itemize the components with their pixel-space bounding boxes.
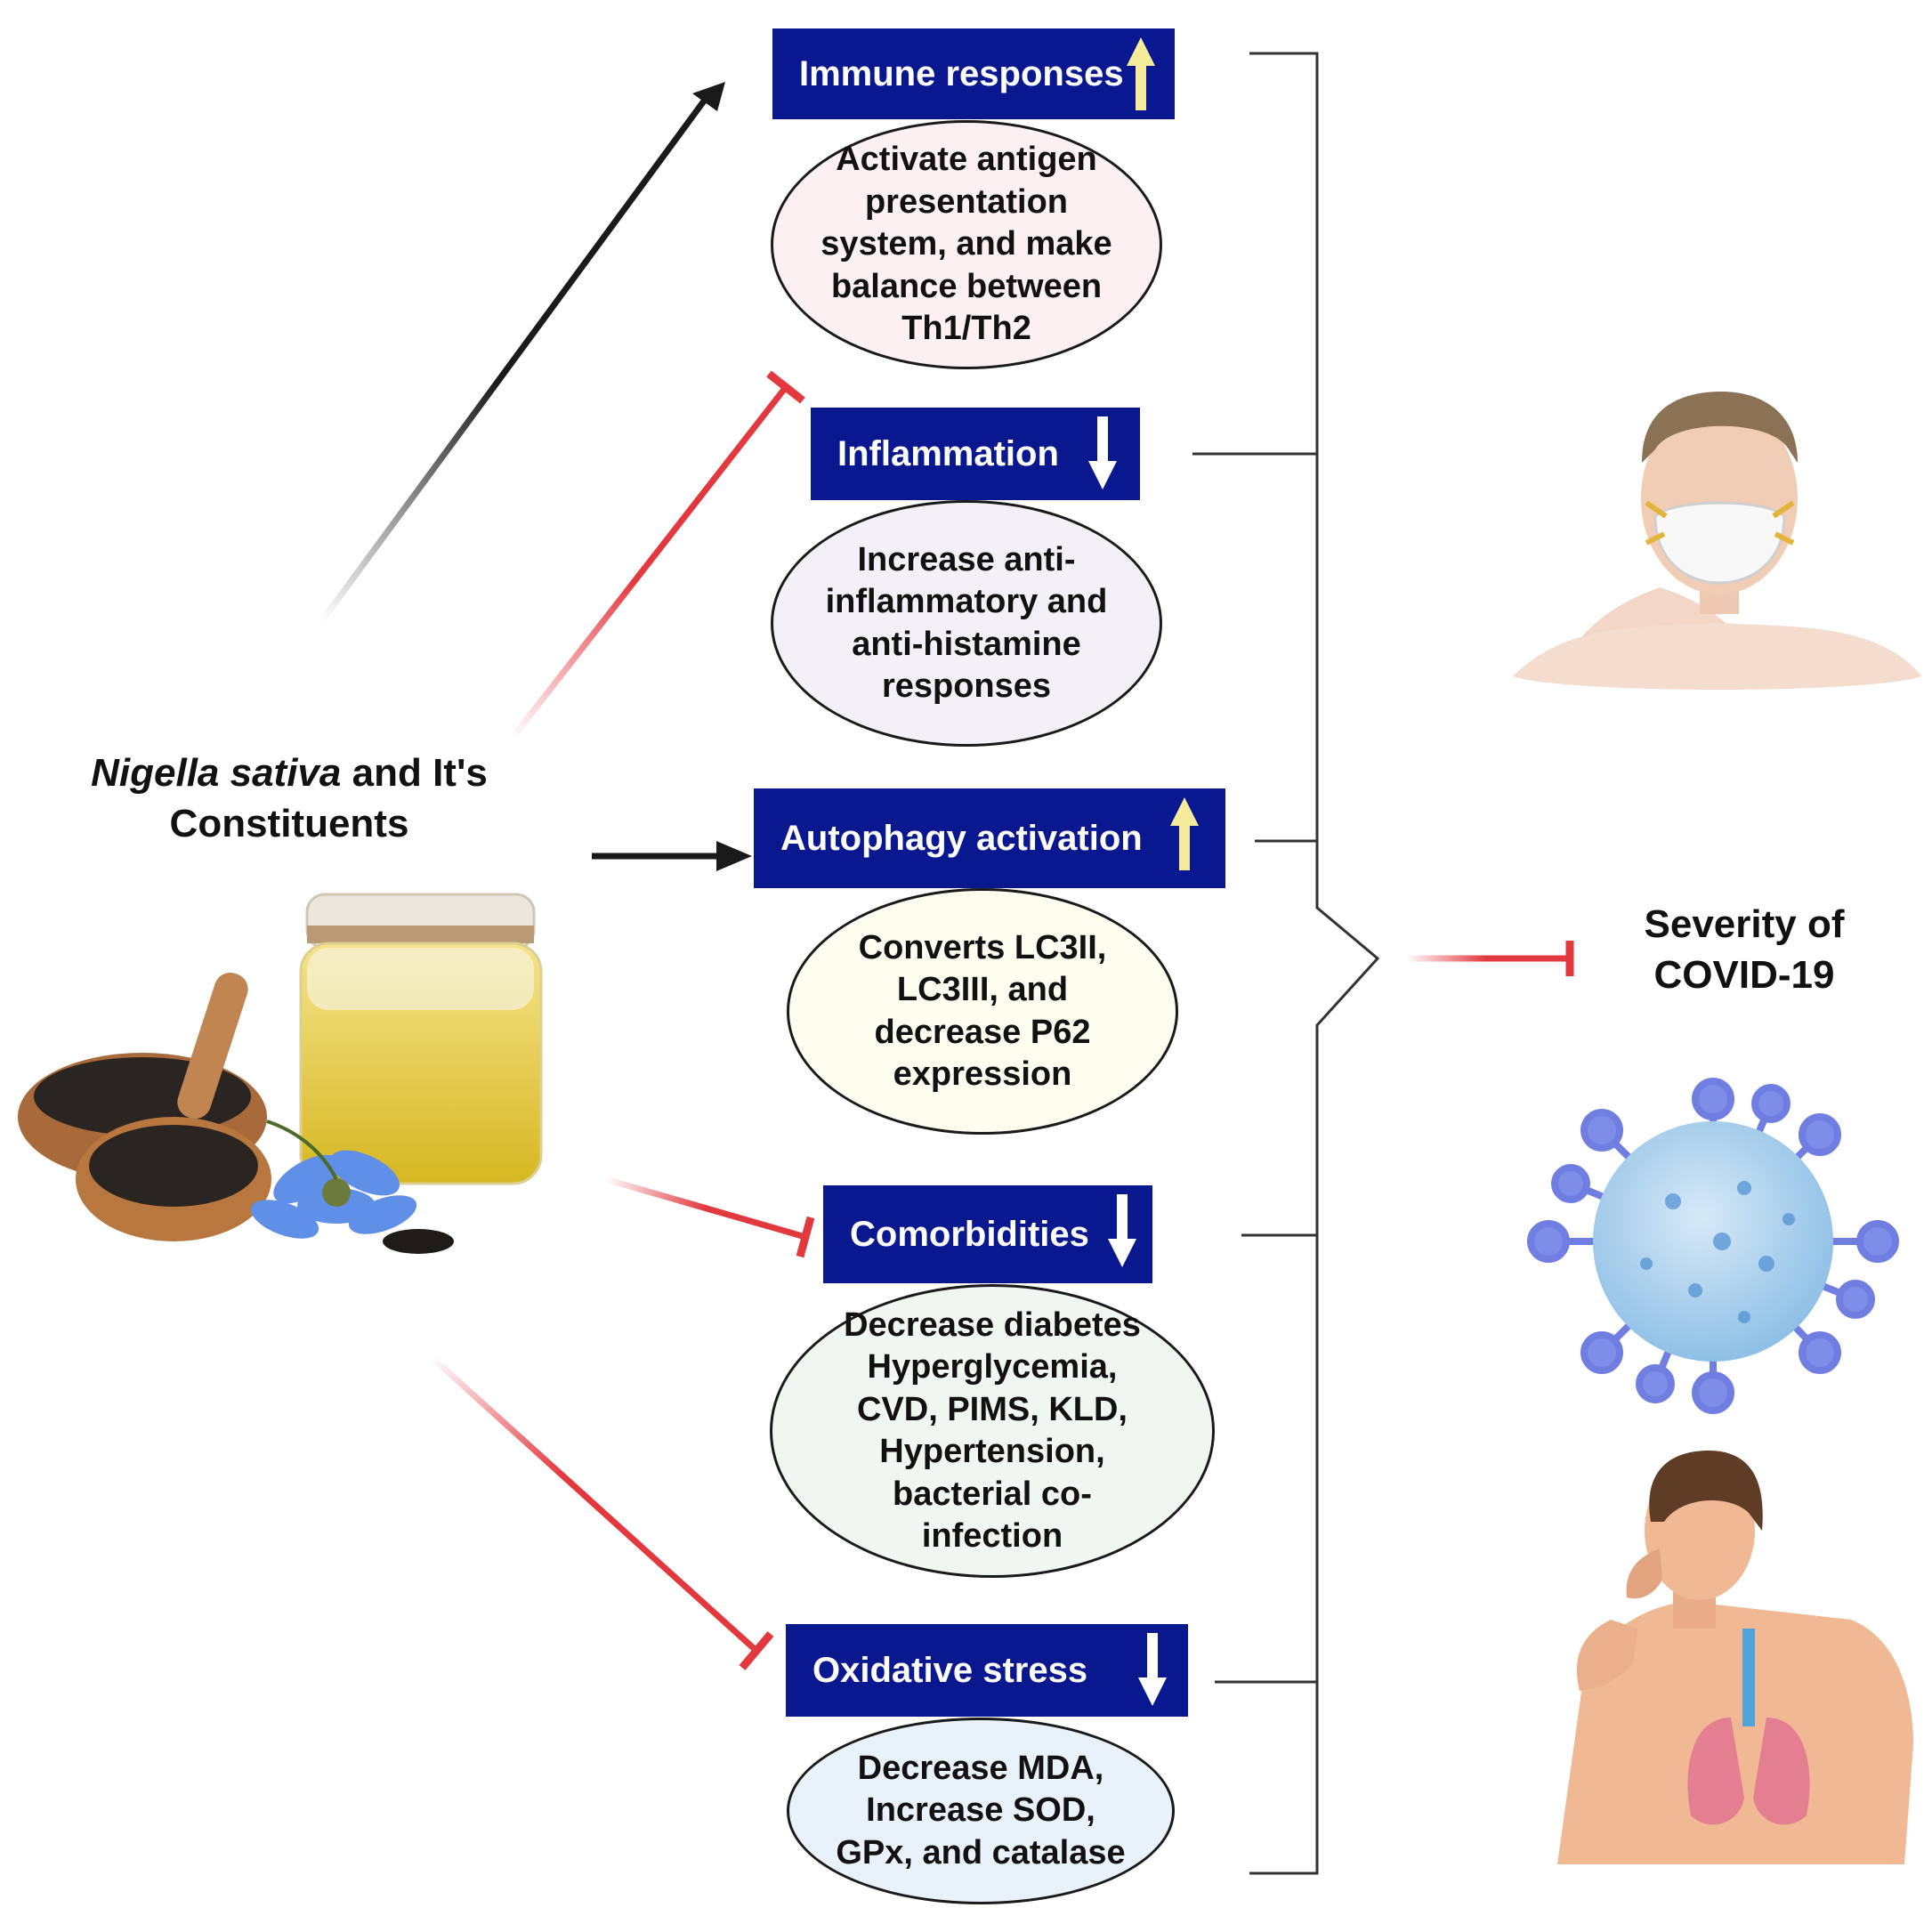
detail-line: CVD, PIMS, KLD, — [856, 1390, 1128, 1428]
down-arrow-icon — [1138, 1633, 1167, 1706]
outcome-line2: COVID-19 — [1653, 953, 1835, 998]
detail-line: balance between — [830, 267, 1103, 305]
detail-line: Th1/Th2 — [901, 310, 1031, 348]
grouping-bracket — [1249, 52, 1380, 1875]
header-autophagy-activation: Autophagy activation — [754, 788, 1225, 888]
header-label: Oxidative stress — [812, 1650, 1088, 1690]
masked-person-icon — [1513, 392, 1922, 690]
detail-line: LC3III, and — [896, 971, 1069, 1008]
up-arrow-icon — [1170, 797, 1199, 870]
species-name: Nigella sativa — [91, 751, 342, 795]
detail-line: expression — [893, 1055, 1072, 1093]
coronavirus-particle-icon — [1527, 1078, 1899, 1414]
outcome-label: Severity of COVID-19 — [1593, 899, 1896, 1000]
connector-severity-inhibit — [1406, 941, 1574, 976]
down-arrow-icon — [1088, 416, 1117, 489]
header-label: Inflammation — [837, 433, 1059, 473]
header-immune-responses: Immune responses — [772, 28, 1175, 119]
outcome-line1: Severity of — [1644, 902, 1845, 946]
nigella-seeds-oil-flower-image — [18, 893, 543, 1254]
detail-line: system, and make — [820, 225, 1112, 263]
source-label-line2: Constituents — [169, 802, 409, 846]
detail-line: bacterial co- — [893, 1475, 1092, 1513]
source-label-line1: Nigella sativa and It's — [53, 748, 525, 798]
header-inflammation: Inflammation — [811, 408, 1140, 500]
detail-line: inflammatory and — [825, 583, 1108, 620]
detail-line: Hyperglycemia, — [867, 1348, 1118, 1386]
detail-line: anti-histamine — [852, 625, 1081, 663]
header-oxidative-stress: Oxidative stress — [786, 1624, 1188, 1717]
coughing-person-lungs-icon — [1557, 1451, 1913, 1864]
detail-line: Activate antigen — [836, 141, 1097, 179]
detail-line: Hypertension, — [879, 1433, 1105, 1470]
detail-line: Converts LC3II, — [858, 928, 1107, 966]
detail-oxidative-stress: Decrease MDA, Increase SOD, GPx, and cat… — [787, 1718, 1175, 1904]
detail-line: responses — [881, 667, 1052, 705]
connector-immune-activate — [318, 82, 725, 626]
header-label: Autophagy activation — [780, 818, 1143, 858]
detail-line: Decrease MDA, — [857, 1749, 1104, 1787]
source-label: Nigella sativa and It's Constituents — [53, 748, 525, 849]
detail-line: Decrease diabetes — [844, 1306, 1141, 1344]
header-label: Comorbidities — [850, 1214, 1089, 1254]
detail-autophagy: Converts LC3II, LC3III, and decrease P62… — [787, 888, 1178, 1135]
species-suffix: and It's — [341, 751, 488, 795]
detail-line: presentation — [864, 182, 1069, 221]
detail-inflammation: Increase anti- inflammatory and anti-his… — [771, 500, 1162, 747]
connector-comorbidities-inhibit — [604, 1176, 815, 1258]
header-label: Immune responses — [799, 53, 1124, 93]
connector-oxidative-inhibit — [429, 1354, 774, 1670]
detail-line: Increase anti- — [857, 540, 1076, 578]
detail-immune-responses: Activate antigen presentation system, an… — [771, 120, 1162, 369]
connector-autophagy-activate — [592, 841, 752, 871]
connector-inflammation-inhibit — [509, 370, 805, 741]
header-comorbidities: Comorbidities — [823, 1185, 1152, 1283]
down-arrow-icon — [1108, 1194, 1136, 1267]
detail-comorbidities: Decrease diabetes Hyperglycemia, CVD, PI… — [770, 1284, 1215, 1578]
detail-line: Increase SOD, — [866, 1791, 1095, 1830]
detail-line: decrease P62 — [874, 1013, 1091, 1051]
detail-line: GPx, and catalase — [836, 1833, 1126, 1871]
up-arrow-icon — [1127, 37, 1155, 110]
detail-line: infection — [921, 1517, 1063, 1555]
